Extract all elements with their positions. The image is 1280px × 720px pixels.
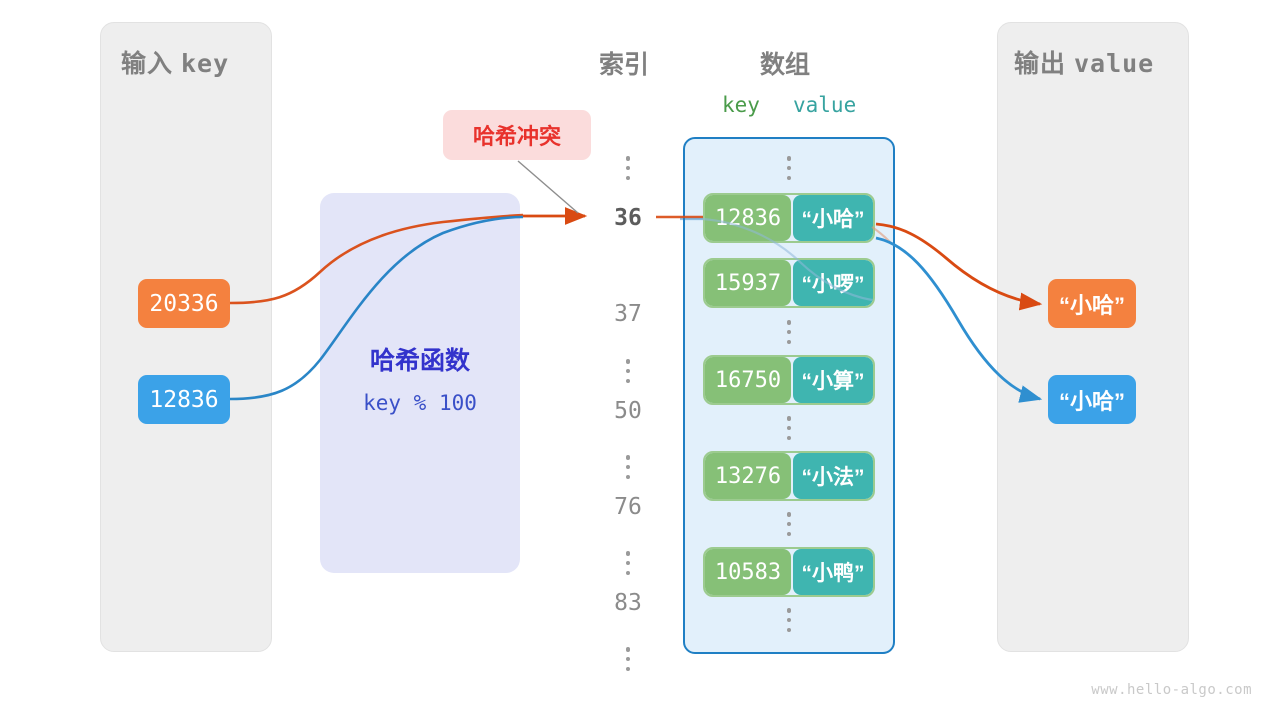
output-panel-title: 输出 value	[1014, 44, 1154, 80]
index-label-50: 50	[614, 398, 642, 424]
array-ellipsis-icon	[782, 512, 796, 536]
output-panel-title-mono: value	[1073, 49, 1155, 78]
output-panel	[997, 22, 1189, 652]
hash-function-formula: key % 100	[363, 391, 477, 415]
index-label-37: 37	[614, 301, 642, 327]
output-panel-title-cjk: 输出	[1014, 50, 1067, 78]
bucket-row-76[interactable]: 13276 “小法”	[703, 451, 875, 501]
index-label-76: 76	[614, 494, 642, 520]
array-ellipsis-icon	[782, 156, 796, 180]
index-label-36: 36	[614, 205, 642, 231]
value-column-heading: value	[793, 93, 857, 117]
array-ellipsis-icon	[782, 320, 796, 344]
bucket-value-83: “小鸭”	[792, 549, 873, 595]
index-ellipsis-icon	[621, 551, 635, 575]
index-ellipsis-icon	[621, 359, 635, 383]
bucket-key-36: 12836	[705, 195, 791, 241]
input-panel	[100, 22, 272, 652]
bucket-row-50[interactable]: 16750 “小算”	[703, 355, 875, 405]
index-column: 36 37 50 76 83	[596, 137, 660, 671]
input-panel-title: 输入 key	[121, 44, 229, 80]
array-ellipsis-icon	[782, 608, 796, 632]
input-key-chip-12836[interactable]: 12836	[138, 375, 230, 424]
bucket-row-36[interactable]: 12836 “小哈”	[703, 193, 875, 243]
output-value-chip-blue[interactable]: “小哈”	[1048, 375, 1136, 424]
bucket-row-37[interactable]: 15937 “小啰”	[703, 258, 875, 308]
index-ellipsis-icon	[621, 156, 635, 180]
array-column-heading: 数组	[760, 51, 811, 79]
index-ellipsis-icon	[621, 455, 635, 479]
output-value-chip-orange[interactable]: “小哈”	[1048, 279, 1136, 328]
watermark: www.hello-algo.com	[1091, 682, 1252, 698]
bucket-value-36: “小哈”	[792, 195, 873, 241]
index-column-heading: 索引	[599, 51, 650, 79]
bucket-key-37: 15937	[705, 260, 791, 306]
input-panel-title-mono: key	[180, 49, 230, 78]
key-column-heading: key	[722, 93, 760, 117]
input-key-chip-20336[interactable]: 20336	[138, 279, 230, 328]
bucket-value-37: “小啰”	[792, 260, 873, 306]
index-label-83: 83	[614, 590, 642, 616]
bucket-row-83[interactable]: 10583 “小鸭”	[703, 547, 875, 597]
bucket-key-76: 13276	[705, 453, 791, 499]
array-ellipsis-icon	[782, 416, 796, 440]
index-ellipsis-icon	[621, 647, 635, 671]
bucket-value-50: “小算”	[792, 357, 873, 403]
collision-badge[interactable]: 哈希冲突	[443, 110, 591, 160]
bucket-key-50: 16750	[705, 357, 791, 403]
hash-function-title: 哈希函数	[369, 347, 470, 375]
input-panel-title-cjk: 输入	[121, 50, 174, 78]
bucket-value-76: “小法”	[792, 453, 873, 499]
bucket-key-83: 10583	[705, 549, 791, 595]
hash-function-box	[320, 193, 520, 573]
